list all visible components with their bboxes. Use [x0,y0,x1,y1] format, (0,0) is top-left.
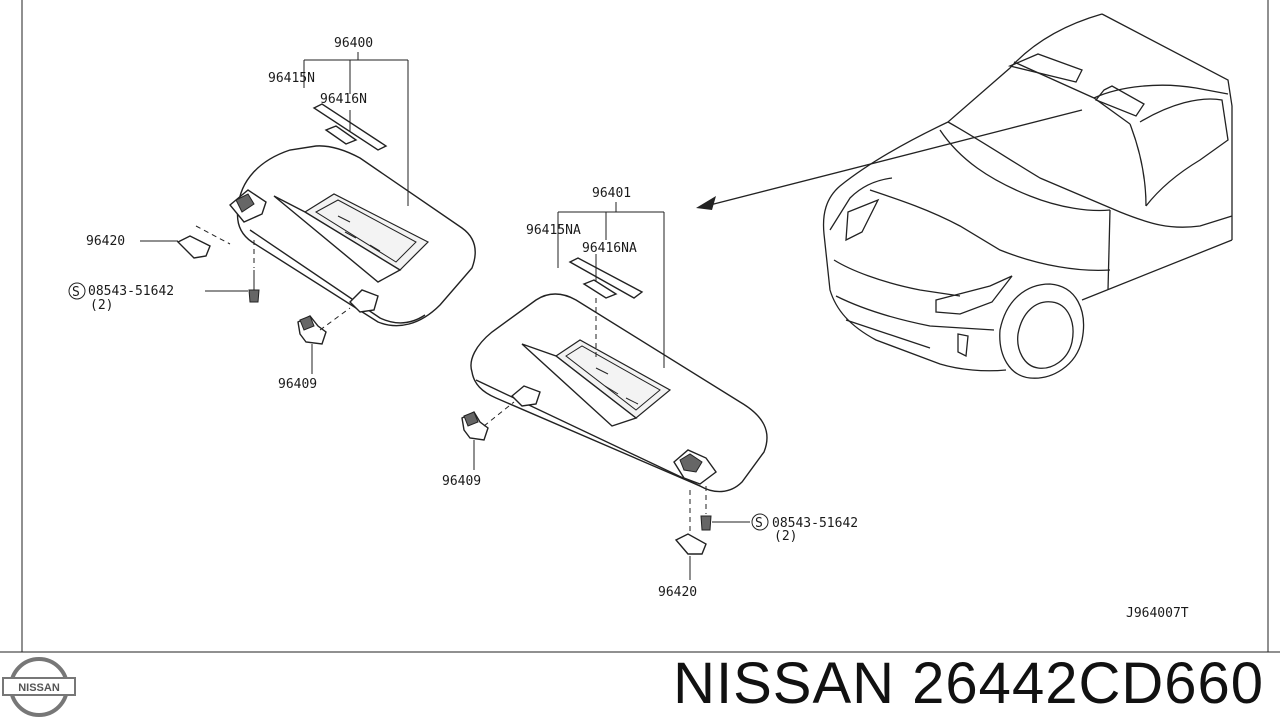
screw-symbol-left: S [68,282,86,300]
left-clip-96420 [176,235,211,259]
screw-symbol-text: S [72,285,80,300]
footer-title: NISSAN 26442CD660 [673,650,1264,718]
label-96416na: 96416NA [582,241,637,256]
nissan-logo: NISSAN [2,657,76,717]
left-leader-lines [140,52,409,374]
label-right-screw-qty: (2) [774,529,797,544]
brand-name: NISSAN [673,651,896,716]
diagram-frame [0,0,1280,653]
label-left-screw-qty: (2) [90,298,113,313]
label-96401: 96401 [592,186,631,201]
label-left-screw: 08543-51642 [88,284,174,299]
left-holder-96409 [297,315,327,345]
label-right-96409: 96409 [442,474,481,489]
pointer-arrow [696,109,1083,210]
right-leader-lines [473,202,750,580]
right-screw [700,515,712,531]
label-right-screw: 08543-51642 [772,516,858,531]
label-96415na: 96415NA [526,223,581,238]
label-96415n: 96415N [268,71,315,86]
screw-symbol-right: S [751,513,769,531]
screw-symbol-text: S [755,516,763,531]
part-number: 26442CD660 [912,651,1264,716]
left-sun-visor [229,145,476,327]
car-illustration [822,13,1233,379]
label-96400: 96400 [334,36,373,51]
right-holder-96409 [461,411,489,441]
diagram-code: J964007T [1126,606,1189,621]
label-left-96409: 96409 [278,377,317,392]
left-screw [248,270,260,303]
logo-text: NISSAN [18,682,60,694]
label-left-96420: 96420 [86,234,125,249]
right-bracket-96415na [568,257,644,299]
label-96416n: 96416N [320,92,367,107]
right-clip-96420 [674,533,707,555]
right-sun-visor [470,293,768,493]
label-right-96420: 96420 [658,585,697,600]
